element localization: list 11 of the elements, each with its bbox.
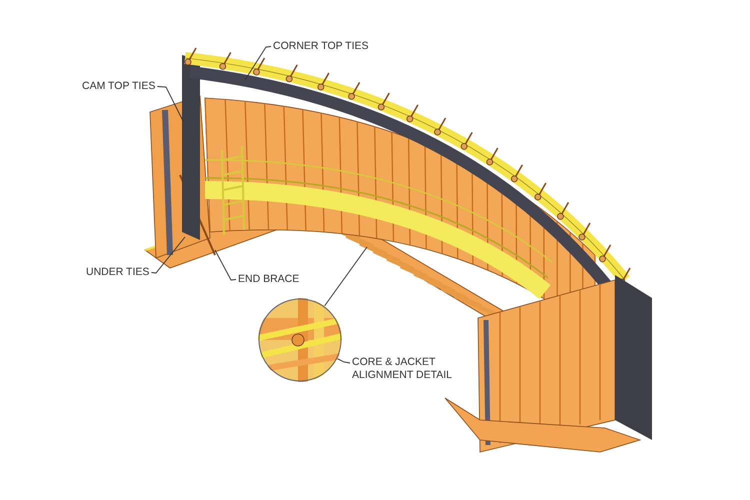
callout-label: CORNER TOP TIES	[273, 40, 368, 53]
leader-line	[150, 236, 186, 274]
callout-label: END BRACE	[238, 273, 300, 286]
leader-line	[324, 246, 368, 306]
leader-line	[244, 46, 272, 80]
leader-line	[156, 86, 184, 122]
callout-label: UNDER TIES	[86, 266, 150, 279]
leader-line	[214, 250, 236, 280]
callout-label: CAM TOP TIES	[82, 80, 156, 93]
leader-line	[337, 358, 350, 364]
callout-label: CORE & JACKET ALIGNMENT DETAIL	[352, 356, 453, 382]
